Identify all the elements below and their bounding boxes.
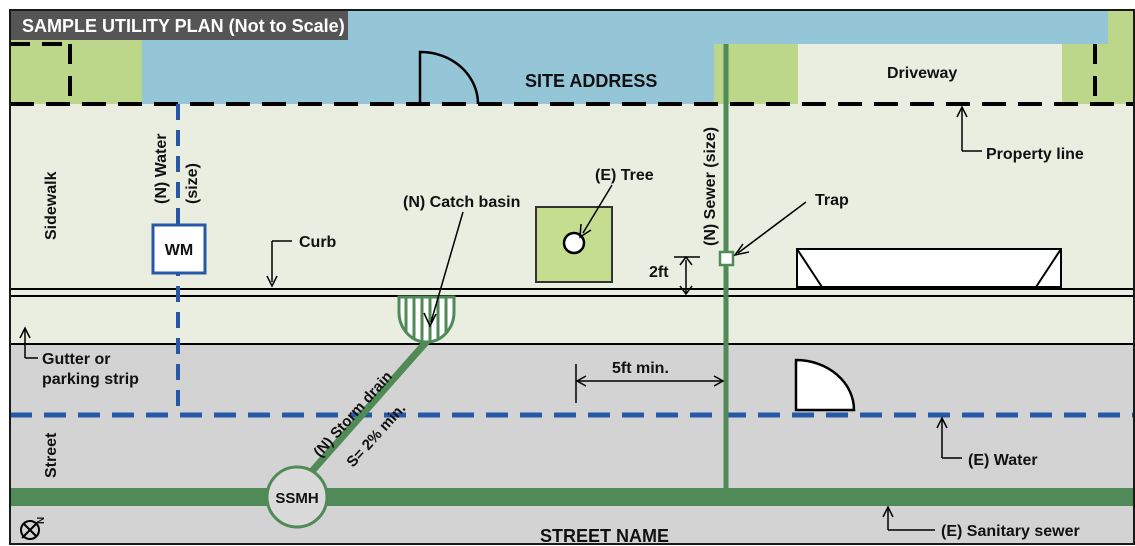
street-name-label: STREET NAME <box>540 526 669 546</box>
street-label: Street <box>43 432 60 478</box>
north-arrow-letter: N <box>36 517 47 524</box>
title-box <box>10 10 348 40</box>
door-swing-house <box>418 50 480 105</box>
sewer-service-label: (N) Sewer (size) <box>702 127 719 246</box>
two-ft-label: 2ft <box>649 264 669 281</box>
catch-basin-label: (N) Catch basin <box>403 194 520 211</box>
water-meter-box <box>151 223 207 275</box>
vehicle-icon <box>796 248 1062 288</box>
curb-label: Curb <box>299 234 337 251</box>
storm-drain-line <box>303 337 431 481</box>
diagram-border <box>9 9 1135 545</box>
tree-icon <box>562 231 586 255</box>
gutter-label-line2: parking strip <box>42 371 139 388</box>
diagram-title: SAMPLE UTILITY PLAN (Not to Scale) <box>22 16 345 36</box>
five-ft-dimension <box>575 364 725 403</box>
site-address-label: SITE ADDRESS <box>525 71 657 91</box>
two-ft-dimension <box>674 255 700 296</box>
property-line-label: Property line <box>986 146 1084 163</box>
water-meter-label: WM <box>165 242 193 259</box>
north-arrow-icon <box>20 520 40 540</box>
tree-label: (E) Tree <box>595 167 654 184</box>
ssmh-manhole <box>265 465 329 529</box>
five-ft-label: 5ft min. <box>612 360 669 377</box>
existing-water-label: (E) Water <box>968 452 1038 469</box>
water-service-label-line1: (N) Water <box>153 133 170 204</box>
lawn-top-right <box>1108 10 1134 44</box>
gutter-label-line1: Gutter or <box>42 351 110 368</box>
sanitary-sewer-label: (E) Sanitary sewer <box>941 523 1080 540</box>
sanitary-sewer-main <box>10 488 1134 506</box>
door-swing-street <box>794 358 856 412</box>
street-area <box>10 344 1134 544</box>
sky-lot <box>142 44 714 104</box>
sidewalk-label: Sidewalk <box>43 171 60 240</box>
lawn-left <box>10 40 142 104</box>
leader-lines <box>19 105 982 531</box>
trap-icon <box>718 250 735 267</box>
ssmh-label: SSMH <box>275 490 318 507</box>
trap-label: Trap <box>815 192 849 209</box>
water-service-label-line2: (size) <box>184 163 201 204</box>
lawn-right <box>1062 44 1134 104</box>
driveway-area <box>798 44 1062 104</box>
driveway-label: Driveway <box>887 65 957 82</box>
